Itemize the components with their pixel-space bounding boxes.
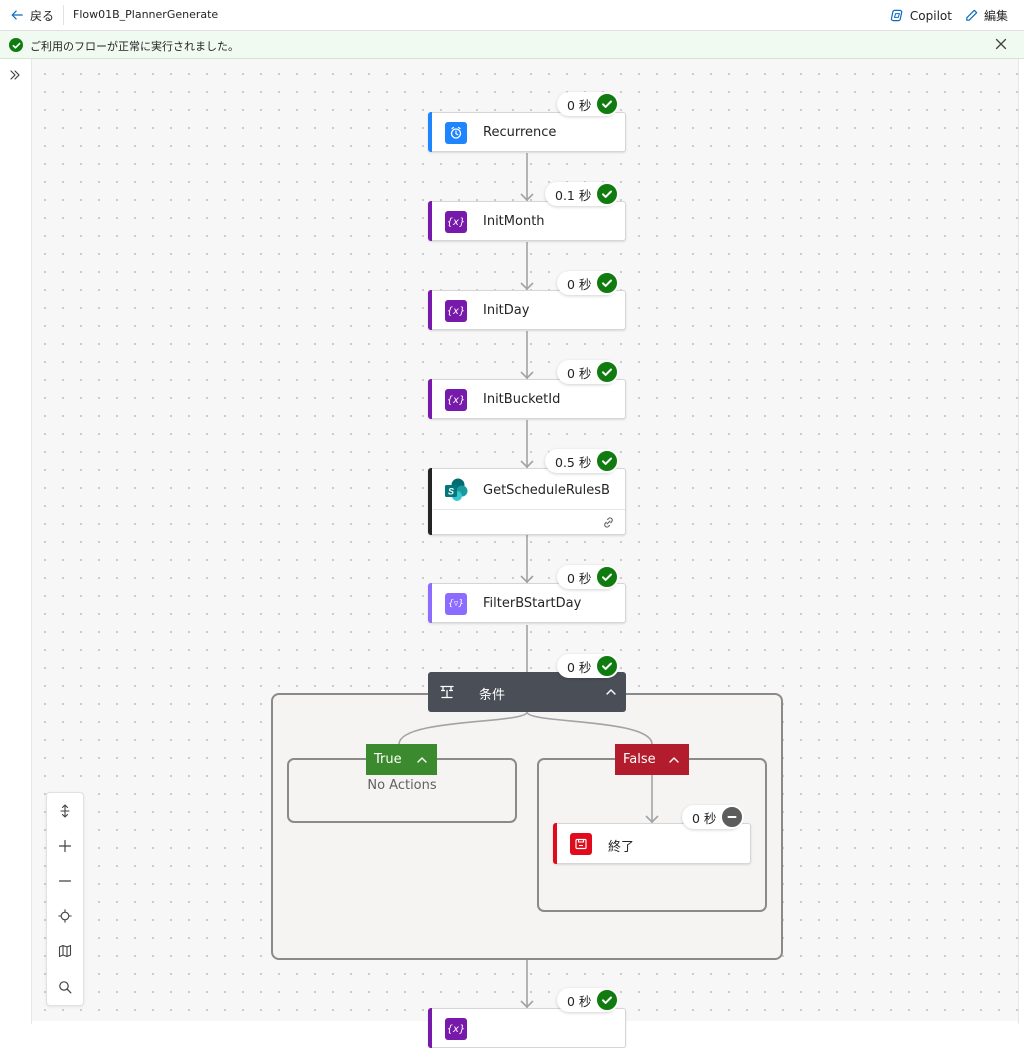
duration-badge: 0 秒 bbox=[557, 360, 620, 384]
duration-text: 0 秒 bbox=[567, 97, 592, 113]
svg-text:S: S bbox=[448, 487, 454, 497]
duration-text: 0.5 秒 bbox=[555, 454, 592, 470]
canvas-controls bbox=[46, 792, 84, 1006]
condition-icon bbox=[440, 685, 454, 699]
left-rail bbox=[0, 59, 32, 1024]
step-label: Recurrence bbox=[483, 125, 557, 140]
duration-badge: 0 秒 bbox=[557, 565, 620, 589]
step-filterbstartday[interactable]: {▿} FilterBStartDay bbox=[428, 583, 626, 623]
pencil-icon bbox=[966, 9, 978, 21]
condition-label: 条件 bbox=[479, 688, 506, 703]
fit-view-icon bbox=[58, 908, 72, 923]
condition-header[interactable]: 条件 bbox=[428, 672, 626, 712]
duration-badge: 0 秒 bbox=[557, 654, 620, 678]
copilot-icon bbox=[890, 9, 903, 22]
fit-view-button[interactable] bbox=[47, 898, 83, 933]
zoom-in-button[interactable] bbox=[47, 828, 83, 863]
variable-icon: {x} bbox=[445, 211, 467, 233]
duration-text: 0 秒 bbox=[567, 570, 592, 586]
check-circle-icon bbox=[595, 565, 620, 589]
back-label: 戻る bbox=[30, 8, 55, 23]
duration-badge: 0.5 秒 bbox=[545, 449, 620, 473]
duration-badge: 0 秒 bbox=[557, 92, 620, 116]
scrollbar-track[interactable] bbox=[1018, 59, 1024, 1024]
fit-vertical-icon bbox=[60, 803, 70, 818]
true-label: True bbox=[374, 752, 402, 767]
zoom-out-icon bbox=[58, 879, 72, 882]
check-circle-icon bbox=[595, 360, 620, 384]
expand-panel-icon[interactable] bbox=[8, 68, 22, 82]
success-check-icon bbox=[9, 38, 23, 52]
fit-vertical-button[interactable] bbox=[47, 793, 83, 828]
clock-icon bbox=[445, 122, 467, 144]
banner-message: ご利用のフローが正常に実行されました。 bbox=[30, 40, 239, 53]
sharepoint-icon: S bbox=[443, 477, 469, 503]
check-circle-icon bbox=[595, 271, 620, 295]
copilot-label: Copilot bbox=[909, 8, 952, 23]
chevron-up-icon bbox=[668, 756, 679, 763]
variable-icon: {x} bbox=[445, 300, 467, 322]
node-divider bbox=[433, 509, 625, 510]
duration-text: 0 秒 bbox=[567, 993, 592, 1009]
duration-badge: 0 秒 bbox=[557, 271, 620, 295]
step-label: InitDay bbox=[483, 303, 530, 318]
duration-badge: 0.1 秒 bbox=[545, 182, 620, 206]
variable-icon: {x} bbox=[445, 389, 467, 411]
search-button[interactable] bbox=[47, 969, 83, 1004]
zoom-in-icon bbox=[58, 839, 72, 852]
step-label: FilterBStartDay bbox=[483, 596, 582, 611]
terminate-icon bbox=[570, 833, 592, 855]
divider bbox=[63, 5, 64, 25]
search-icon bbox=[59, 980, 72, 993]
chevron-up-icon bbox=[416, 756, 427, 763]
link-icon bbox=[604, 517, 613, 528]
chevron-up-icon[interactable] bbox=[605, 686, 617, 698]
step-initbucketid[interactable]: {x} InitBucketId bbox=[428, 379, 626, 419]
step-terminate[interactable]: 終了 bbox=[553, 823, 751, 864]
back-button[interactable]: 戻る bbox=[10, 7, 54, 23]
duration-text: 0 秒 bbox=[567, 276, 592, 292]
duration-text: 0.1 秒 bbox=[555, 187, 592, 203]
step-label: InitBucketId bbox=[483, 392, 561, 407]
false-label: False bbox=[623, 752, 656, 767]
duration-text: 0 秒 bbox=[567, 659, 592, 675]
step-recurrence[interactable]: Recurrence bbox=[428, 112, 626, 152]
arrow-left-icon bbox=[11, 10, 23, 20]
variable-icon: {x} bbox=[445, 1018, 467, 1040]
true-branch-tag[interactable]: True bbox=[366, 744, 437, 775]
check-circle-icon bbox=[595, 449, 620, 473]
edit-label: 編集 bbox=[983, 9, 1008, 23]
edit-button[interactable]: 編集 bbox=[964, 7, 1008, 24]
duration-text: 0 秒 bbox=[567, 365, 592, 381]
step-initday[interactable]: {x} InitDay bbox=[428, 290, 626, 330]
false-branch-tag[interactable]: False bbox=[615, 744, 689, 775]
step-label: 終了 bbox=[608, 840, 635, 855]
copilot-button[interactable]: Copilot bbox=[890, 8, 952, 23]
check-circle-icon bbox=[595, 92, 620, 116]
step-initmonth[interactable]: {x} InitMonth bbox=[428, 201, 626, 241]
duration-text: 0 秒 bbox=[692, 810, 717, 826]
step-getschedulerulesb[interactable]: S GetScheduleRulesB bbox=[428, 468, 626, 535]
no-actions-text: No Actions bbox=[367, 778, 437, 793]
filter-icon: {▿} bbox=[445, 593, 467, 615]
top-bar: 戻る Flow01B_PlannerGenerate Copilot 編集 bbox=[0, 0, 1024, 31]
flow-name: Flow01B_PlannerGenerate bbox=[73, 8, 219, 21]
zoom-out-button[interactable] bbox=[47, 863, 83, 898]
success-banner: ご利用のフローが正常に実行されました。 bbox=[0, 31, 1024, 59]
step-next[interactable]: {x} bbox=[428, 1008, 626, 1048]
skipped-icon bbox=[720, 805, 745, 829]
check-circle-icon bbox=[595, 182, 620, 206]
close-icon[interactable] bbox=[994, 37, 1008, 51]
check-circle-icon bbox=[595, 988, 620, 1012]
duration-badge: 0 秒 bbox=[557, 988, 620, 1012]
minimap-icon bbox=[58, 944, 72, 957]
minimap-button[interactable] bbox=[47, 933, 83, 968]
check-circle-icon bbox=[595, 654, 620, 678]
step-label: InitMonth bbox=[483, 214, 545, 229]
step-label: GetScheduleRulesB bbox=[483, 483, 610, 498]
duration-badge: 0 秒 bbox=[682, 805, 745, 829]
